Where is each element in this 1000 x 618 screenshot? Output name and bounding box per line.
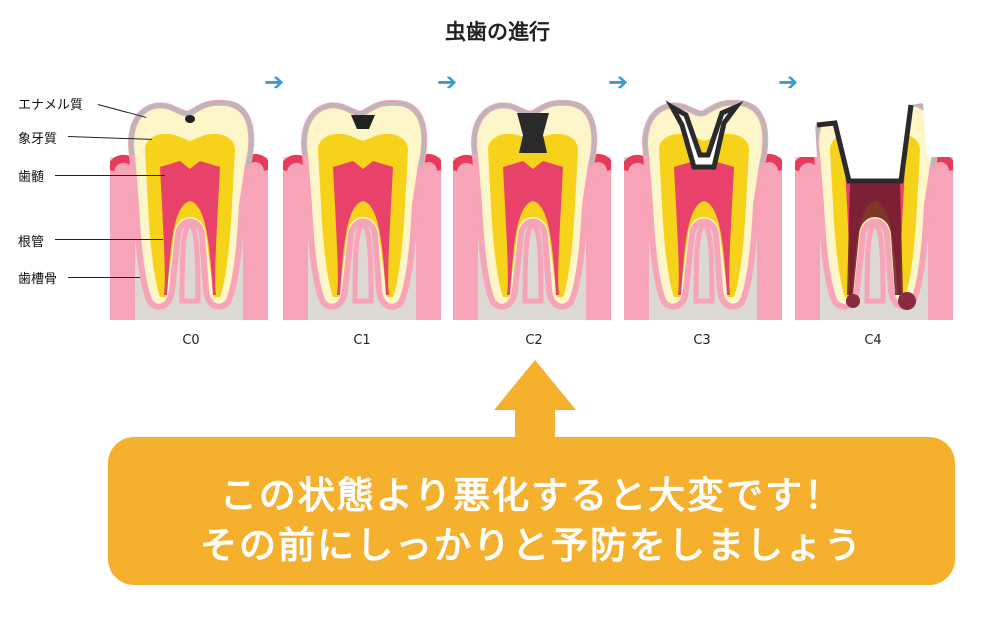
stage-label-c4: C4: [864, 333, 882, 348]
leader-line: [68, 277, 140, 278]
stage-label-c2: C2: [525, 333, 543, 348]
label-root-canal: 根管: [18, 235, 45, 250]
arrow-right-icon: ➔: [437, 68, 458, 96]
abscess: [898, 292, 916, 310]
label-dentin: 象牙質: [18, 132, 58, 147]
label-alveolar-bone: 歯槽骨: [18, 272, 58, 287]
stage-label-c1: C1: [353, 333, 371, 348]
arrow-right-icon: ➔: [264, 68, 285, 96]
leader-line: [55, 175, 165, 176]
callout-line-2: その前にしっかりと予防をしましょう: [200, 524, 863, 567]
arrow-right-icon: ➔: [778, 68, 799, 96]
stage-label-c0: C0: [182, 333, 200, 348]
label-enamel: エナメル質: [18, 98, 84, 113]
abscess: [846, 294, 860, 308]
page-title: 虫歯の進行: [445, 20, 550, 44]
tooth-c4: [795, 95, 953, 320]
caries-cavity: [665, 100, 744, 170]
tooth-c3: [624, 95, 782, 320]
leader-line: [55, 239, 163, 240]
arrow-up-icon: [494, 360, 576, 440]
callout-line-1: この状態より悪化すると大変です！: [219, 474, 844, 517]
tooth-c0: [110, 95, 268, 320]
caries-spot: [185, 115, 195, 123]
label-pulp: 歯髄: [18, 170, 45, 185]
caries-spot: [517, 113, 549, 153]
caries-spot: [351, 115, 375, 129]
warning-callout: この状態より悪化すると大変です！ その前にしっかりと予防をしましょう: [108, 437, 955, 585]
tooth-c2: [453, 95, 611, 320]
stage-label-c3: C3: [693, 333, 711, 348]
tooth-c1: [283, 95, 441, 320]
arrow-right-icon: ➔: [608, 68, 629, 96]
